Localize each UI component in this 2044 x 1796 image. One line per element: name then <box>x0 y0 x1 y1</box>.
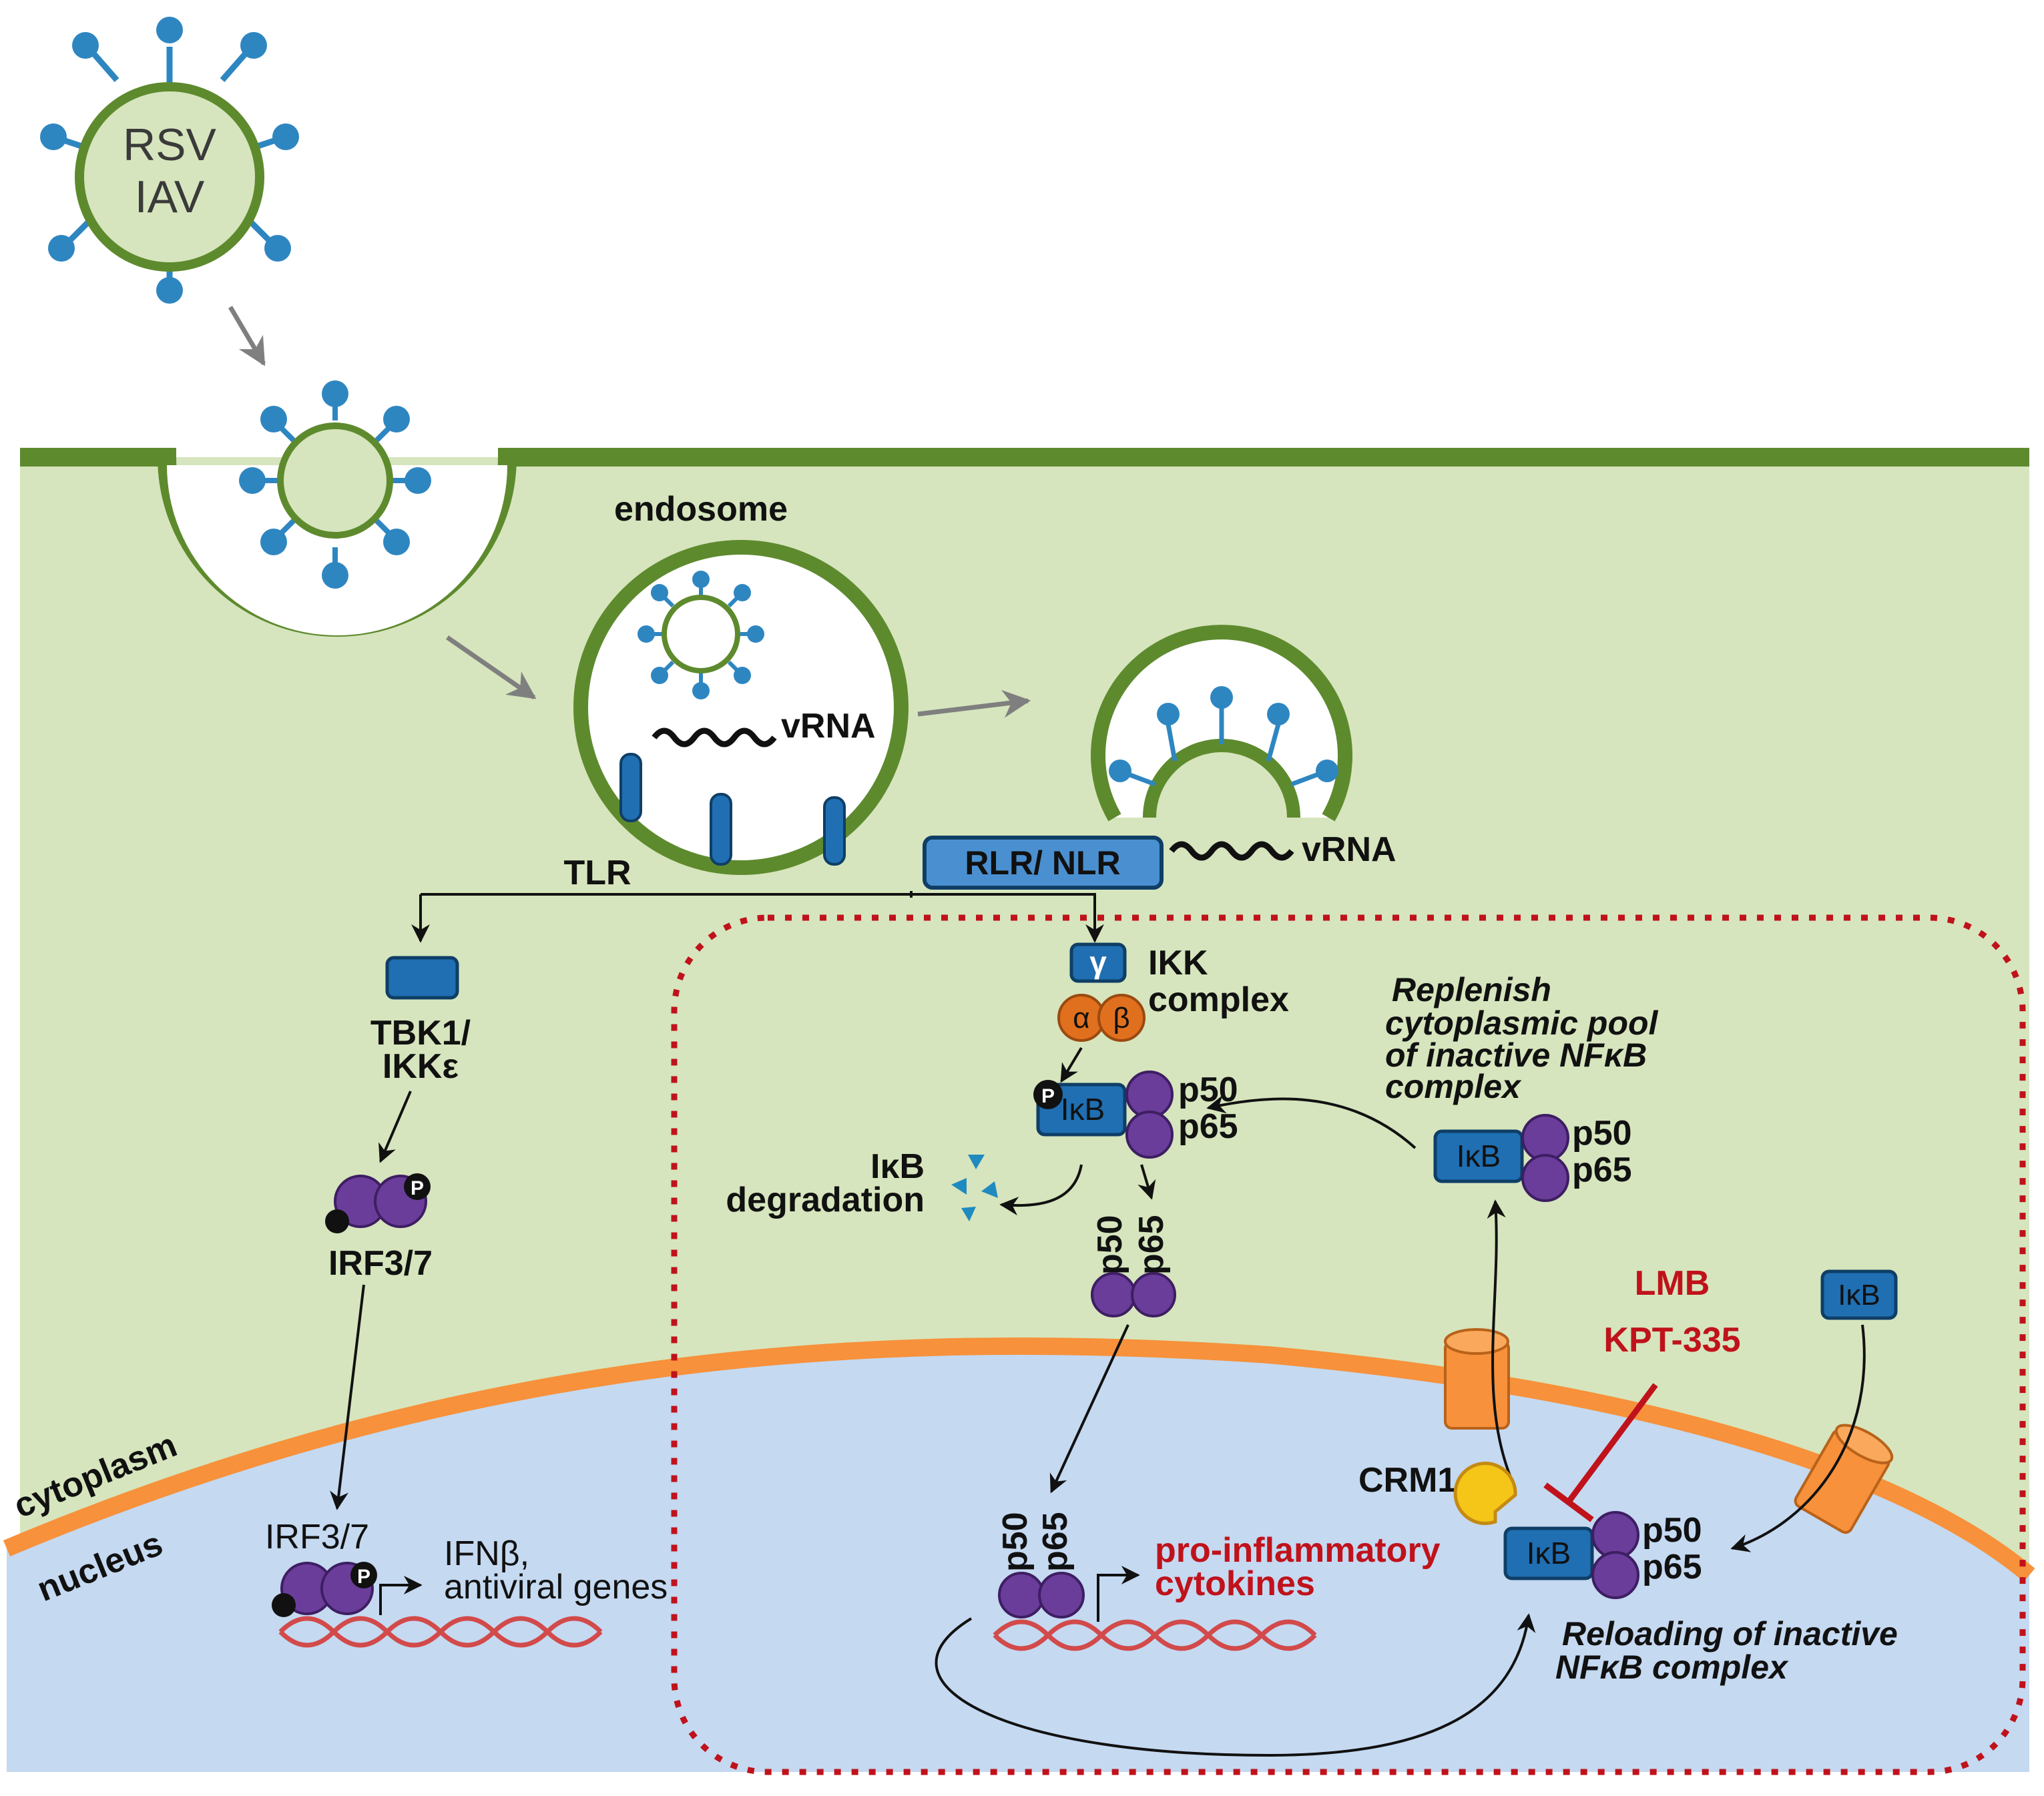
virus-label-line1: RSV <box>123 119 216 170</box>
vrna-label-cytosol: vRNA <box>1302 830 1396 869</box>
ikb-label-nuclear: IκB <box>1527 1536 1571 1570</box>
tbk1-label-line2: IKKε <box>382 1047 459 1086</box>
arrow-tbk1-to-irf <box>378 1091 412 1163</box>
p65-label-nuc: p65 <box>1036 1512 1075 1572</box>
free-p50 <box>1091 1272 1136 1317</box>
entry-arrow-1 <box>228 306 266 366</box>
cytokine-promoter-arrow <box>1097 1566 1140 1622</box>
arrow-to-degradation <box>999 1164 1083 1216</box>
ikb-phospho-label: P <box>1041 1085 1055 1107</box>
endosome <box>573 540 909 875</box>
vrna-label-endosome: vRNA <box>781 707 876 745</box>
ikk-beta <box>1097 994 1145 1042</box>
endosome-virus <box>637 571 764 699</box>
ikb-import-arrow <box>1730 1324 1866 1552</box>
ikb-nfkb-complex-exported: IκB <box>1433 1114 1569 1202</box>
reload-line1: Reloading of inactive <box>1562 1615 1898 1653</box>
ikb-label-exported: IκB <box>1457 1139 1501 1173</box>
p65-label-nuclear: p65 <box>1642 1548 1702 1586</box>
inhibition-bar <box>1543 1482 1594 1522</box>
irf-label-cytoplasm: IRF3/7 <box>328 1244 433 1283</box>
p65-label-top: p65 <box>1178 1107 1238 1146</box>
entering-virus <box>239 380 431 589</box>
ikk-label-line2: complex <box>1148 980 1289 1019</box>
p50-label-free: p50 <box>1091 1215 1129 1275</box>
crm1-label: CRM1 <box>1358 1461 1457 1500</box>
kpt-label: KPT-335 <box>1603 1321 1740 1360</box>
p50-label-exported: p50 <box>1572 1114 1632 1153</box>
irf3-7-cytoplasm: P <box>325 1173 431 1233</box>
irf-label-nucleus: IRF3/7 <box>265 1518 369 1556</box>
nuc-p50 <box>998 1572 1045 1618</box>
reload-line2: NFκB complex <box>1555 1649 1789 1686</box>
p65-label-exported: p65 <box>1572 1151 1632 1189</box>
ikb-nfkb-complex-phospho: IκB P <box>1033 1071 1174 1159</box>
nuclear-pore-left <box>1444 1328 1510 1430</box>
ikk-gamma-label: γ <box>1089 945 1107 980</box>
inhibition-line <box>1566 1383 1658 1504</box>
ikb-degradation-line2: degradation <box>726 1181 925 1219</box>
rlr-nlr-box <box>923 836 1164 890</box>
free-p65 <box>1131 1272 1176 1317</box>
irf-phospho-nuc: P <box>357 1566 370 1588</box>
p65-label-free: p65 <box>1132 1215 1171 1275</box>
cytokine-label-line1: pro-inflammatory <box>1155 1531 1441 1570</box>
entry-arrow-2 <box>446 635 537 699</box>
free-virus: RSV IAV <box>40 17 299 304</box>
arrow-nfkb-import <box>1049 1324 1129 1494</box>
tlr-receptors <box>619 753 846 866</box>
arrow-irf-to-nucleus <box>330 1284 365 1510</box>
tlr-label: TLR <box>563 854 631 892</box>
fusing-endosome <box>1091 625 1352 822</box>
ifn-label-line1: IFNβ, <box>444 1534 529 1573</box>
ikk-alpha-label: α <box>1073 1002 1089 1034</box>
nucleus-region <box>7 1345 2029 1772</box>
crm1 <box>1453 1462 1517 1526</box>
replenish-line1: Replenish <box>1392 971 1551 1008</box>
ikk-gamma-box <box>1069 942 1127 983</box>
ikb-label-top: IκB <box>1061 1092 1105 1127</box>
replenish-arrow <box>1206 1095 1417 1149</box>
cytokine-label-line2: cytokines <box>1155 1564 1315 1603</box>
p50-label-nuc: p50 <box>996 1512 1035 1572</box>
free-ikb-label: IκB <box>1838 1279 1880 1311</box>
virus-label-line2: IAV <box>135 172 205 222</box>
reloading-arrow <box>935 1613 1536 1757</box>
degraded-ikb-fragments <box>951 1155 998 1221</box>
export-arrow <box>1487 1199 1517 1489</box>
replenish-line2: cytoplasmic pool <box>1385 1004 1659 1042</box>
ikb-nfkb-complex-nuclear: IκB <box>1503 1511 1639 1599</box>
lmb-label: LMB <box>1635 1264 1710 1303</box>
ikk-label-line1: IKK <box>1148 944 1208 982</box>
replenish-line4: complex <box>1385 1068 1522 1105</box>
ifn-promoter-arrow <box>379 1576 423 1615</box>
endosome-label: endosome <box>614 490 788 529</box>
rlr-nlr-label: RLR/ NLR <box>965 844 1120 882</box>
dna-irf <box>278 1616 603 1648</box>
vrna-strand-endosome <box>652 727 777 747</box>
tbk1-label-line1: TBK1/ <box>370 1014 471 1053</box>
arrow-release-nfkb <box>1137 1164 1156 1200</box>
dna-nfkb <box>993 1619 1317 1651</box>
irf3-7-nucleus: P <box>272 1562 377 1617</box>
ifn-label-line2: antiviral genes <box>444 1568 668 1606</box>
tbk1-box <box>385 956 459 1000</box>
escape-arrow <box>917 689 1031 718</box>
free-ikb-box <box>1820 1269 1898 1320</box>
p50-label-nuclear: p50 <box>1642 1511 1702 1550</box>
ikb-degradation-line1: IκB <box>870 1147 925 1186</box>
vrna-strand-cytosol <box>1169 841 1294 861</box>
ikk-beta-label: β <box>1113 1002 1129 1034</box>
nuc-p65 <box>1038 1572 1085 1618</box>
irf-phospho-cyto: P <box>411 1177 424 1199</box>
replenish-line3: of inactive NFκB <box>1385 1036 1647 1074</box>
arrow-ikk-to-ikb <box>1060 1046 1083 1083</box>
